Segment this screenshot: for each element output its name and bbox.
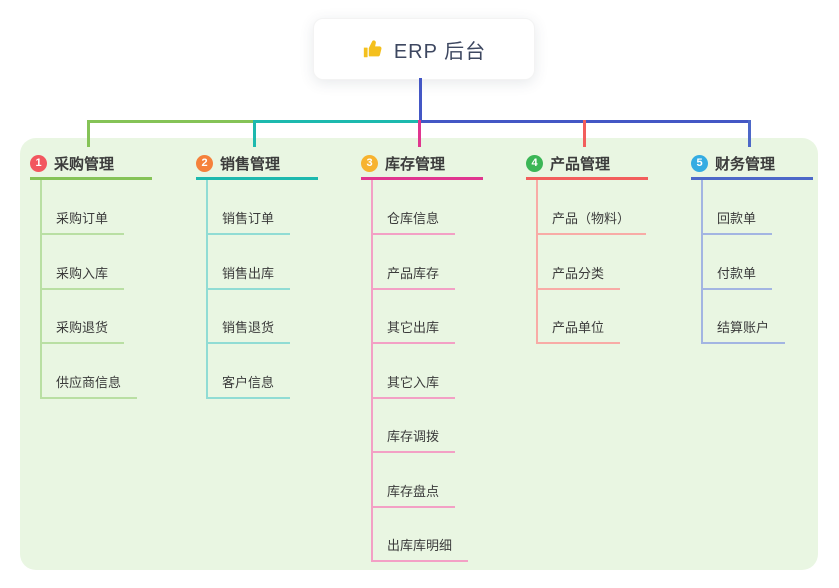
branch-4-header[interactable]: 4 产品管理 (526, 150, 648, 180)
branch-drop-line (748, 120, 751, 147)
branches-panel (20, 138, 818, 570)
branch-children-line (536, 180, 538, 344)
branch-title: 库存管理 (385, 156, 446, 173)
branch-2-header[interactable]: 2 销售管理 (196, 150, 318, 180)
trunk-line-left (87, 120, 256, 123)
branch-1-header[interactable]: 1 采购管理 (30, 150, 152, 180)
branch-title: 销售管理 (220, 156, 281, 173)
branch-number-badge: 5 (691, 155, 708, 172)
branch-number-badge: 2 (196, 155, 213, 172)
branch-drop-line (583, 120, 586, 147)
child-node[interactable]: 供应商信息 (40, 375, 138, 399)
child-node[interactable]: 回款单 (701, 211, 773, 235)
branch-title: 产品管理 (550, 156, 611, 173)
branch-drop-line (253, 120, 256, 147)
child-node[interactable]: 销售退货 (206, 320, 291, 344)
child-node[interactable]: 出库库明细 (371, 538, 469, 562)
branch-title: 采购管理 (54, 156, 115, 173)
child-node[interactable]: 采购入库 (40, 266, 125, 290)
child-node[interactable]: 其它出库 (371, 320, 456, 344)
thumbs-up-icon (363, 40, 382, 58)
child-node[interactable]: 库存盘点 (371, 484, 456, 508)
branch-children-line (701, 180, 703, 344)
child-node[interactable]: 销售订单 (206, 211, 291, 235)
child-node[interactable]: 产品（物料） (536, 211, 647, 235)
child-node[interactable]: 采购订单 (40, 211, 125, 235)
child-node[interactable]: 库存调拨 (371, 429, 456, 453)
root-stem-line (419, 78, 422, 120)
branch-drop-line (418, 120, 421, 147)
child-node[interactable]: 产品单位 (536, 320, 621, 344)
child-node[interactable]: 其它入库 (371, 375, 456, 399)
child-node[interactable]: 结算账户 (701, 320, 786, 344)
branch-number-badge: 4 (526, 155, 543, 172)
child-node[interactable]: 产品库存 (371, 266, 456, 290)
child-node[interactable]: 付款单 (701, 266, 773, 290)
root-title: ERP 后台 (393, 40, 487, 63)
child-node[interactable]: 产品分类 (536, 266, 621, 290)
branch-number-badge: 1 (30, 155, 47, 172)
branch-children-line (371, 180, 373, 562)
trunk-line-mid (253, 120, 422, 123)
branch-3-header[interactable]: 3 库存管理 (361, 150, 483, 180)
child-node[interactable]: 仓库信息 (371, 211, 456, 235)
branch-drop-line (87, 120, 90, 147)
child-node[interactable]: 销售出库 (206, 266, 291, 290)
branch-title: 财务管理 (715, 156, 776, 173)
child-node[interactable]: 客户信息 (206, 375, 291, 399)
branch-5-header[interactable]: 5 财务管理 (691, 150, 813, 180)
branch-number-badge: 3 (361, 155, 378, 172)
root-node[interactable]: ERP 后台 (313, 18, 535, 80)
child-node[interactable]: 采购退货 (40, 320, 125, 344)
